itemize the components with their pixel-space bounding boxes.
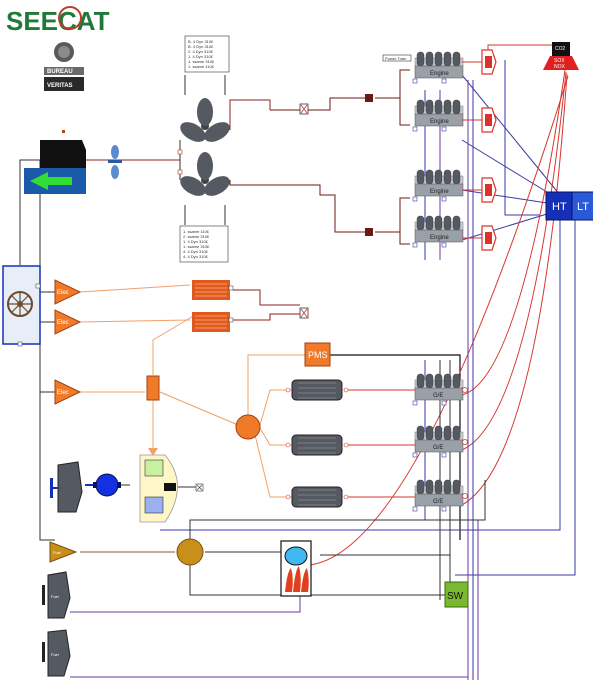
clutch-icon bbox=[300, 308, 308, 318]
elec-converter[interactable]: Elec bbox=[55, 380, 80, 404]
pms-box[interactable]: PMS bbox=[305, 343, 330, 366]
genset-label: G/E bbox=[433, 499, 443, 505]
mixing-tank-icon[interactable] bbox=[177, 539, 203, 565]
ht-cooling-box[interactable]: HT bbox=[546, 192, 572, 220]
sw-pump-box[interactable]: SW bbox=[445, 582, 468, 607]
emissions-box: CO2 SOX NOX bbox=[543, 42, 579, 70]
boiler-unit[interactable] bbox=[281, 541, 311, 596]
co2-label: CO2 bbox=[555, 46, 566, 52]
svg-text:1. ssame 110£: 1. ssame 110£ bbox=[188, 64, 215, 69]
engine-label: Engine bbox=[430, 235, 449, 241]
pump-icon[interactable] bbox=[93, 474, 121, 496]
main-engine[interactable]: Engine bbox=[413, 100, 463, 131]
engine-label: Engine bbox=[430, 71, 449, 77]
gearbox-icon bbox=[365, 94, 373, 102]
ht-label: HT bbox=[552, 201, 567, 213]
nox-label: NOX bbox=[554, 64, 566, 70]
propeller-note-top: B. 4 Dyn 310£ B. 4 Dyn 310£ 2. 4 Dyn 310… bbox=[185, 36, 229, 72]
certifier-line1: BUREAU bbox=[47, 69, 73, 75]
exhaust-boiler-icon bbox=[462, 226, 496, 250]
bureau-veritas-logo: BUREAU VERITAS bbox=[44, 42, 84, 91]
svg-text:Fuel: Fuel bbox=[51, 594, 59, 599]
engine-label: Engine bbox=[430, 189, 449, 195]
propeller-icon[interactable] bbox=[177, 152, 233, 200]
shaft-coupling-icon bbox=[108, 145, 122, 179]
heat-exchanger-icon[interactable] bbox=[192, 312, 233, 332]
lt-cooling-box[interactable]: LT bbox=[572, 192, 593, 220]
brand-name: SEECAT bbox=[6, 6, 110, 36]
separator-unit[interactable] bbox=[140, 455, 203, 522]
fuel-flow-triangle[interactable]: Fuel bbox=[50, 542, 76, 562]
main-engine[interactable]: Engine bbox=[413, 52, 463, 83]
exhaust-boiler-icon bbox=[462, 178, 496, 202]
svg-text:Fuel: Fuel bbox=[53, 550, 61, 555]
pms-label: PMS bbox=[308, 350, 328, 360]
fuel-tank-icon[interactable]: Fuel bbox=[42, 630, 70, 676]
ship-hull-icon bbox=[24, 130, 86, 194]
propeller-icon[interactable] bbox=[177, 98, 233, 146]
switchboard-icon[interactable] bbox=[147, 376, 159, 400]
generator-icon[interactable] bbox=[286, 487, 348, 507]
exhaust-boiler-icon bbox=[462, 50, 496, 74]
tank-icon[interactable] bbox=[50, 462, 82, 512]
engine-label: Engine bbox=[430, 119, 449, 125]
propeller-note-bottom: 1. ssame 110£ 2. ssame 310£ 1. 4 Dyn 310… bbox=[180, 226, 228, 262]
seecat-logo: SEECAT bbox=[6, 6, 110, 36]
distribution-node-icon[interactable] bbox=[236, 415, 260, 439]
generator-icon[interactable] bbox=[286, 380, 348, 400]
svg-text:4. 4 Dyn 310£: 4. 4 Dyn 310£ bbox=[183, 254, 209, 259]
heat-exchanger-icon[interactable] bbox=[192, 280, 233, 300]
elec-converter[interactable]: Elec bbox=[55, 280, 80, 304]
sw-label: SW bbox=[447, 591, 464, 602]
gearbox-icon bbox=[365, 228, 373, 236]
generator-icon[interactable] bbox=[286, 435, 348, 455]
main-engine[interactable]: Engine bbox=[413, 170, 463, 201]
elec-label: Elec bbox=[57, 290, 69, 296]
genset-label: G/E bbox=[433, 393, 443, 399]
main-engine[interactable]: Engine bbox=[413, 216, 463, 247]
engine-tag-label: Power Train bbox=[385, 56, 406, 61]
elec-converter[interactable]: Elec bbox=[55, 310, 80, 334]
genset-label: G/E bbox=[433, 445, 443, 451]
exhaust-boiler-icon bbox=[462, 108, 496, 132]
clutch-icon bbox=[300, 104, 308, 114]
certifier-line2: VERITAS bbox=[47, 83, 73, 89]
lt-label: LT bbox=[577, 201, 589, 213]
fuel-tank-icon[interactable]: Fuel bbox=[42, 572, 70, 618]
elec-label: Elec bbox=[57, 390, 69, 396]
svg-text:Fuel: Fuel bbox=[51, 652, 59, 657]
elec-label: Elec bbox=[57, 320, 69, 326]
bridge-control-panel[interactable] bbox=[3, 266, 40, 346]
